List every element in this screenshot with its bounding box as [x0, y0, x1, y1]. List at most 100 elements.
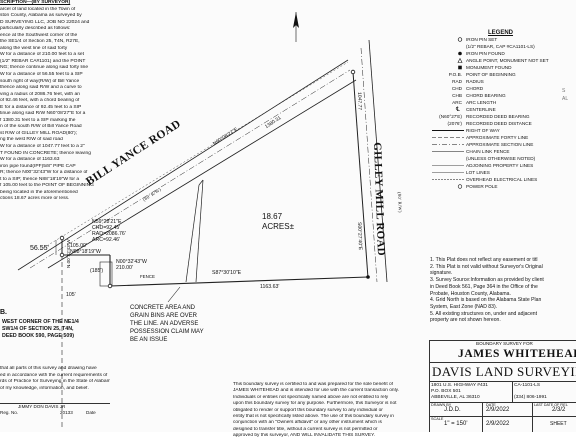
description-line: ence at the Southwest corner of the — [0, 32, 78, 38]
description-line: n of the south R/W of Bill Yance Road — [0, 124, 82, 130]
description-line: particularly described as follows: — [0, 26, 71, 32]
signature-line — [0, 403, 110, 404]
legend-row: APPROXIMATE SECTION LINE — [466, 142, 534, 147]
inset-label: S — [562, 88, 566, 94]
description-line: W for a distance of 1047.77 feet to a 2" — [0, 144, 85, 150]
description-line: ston County, Alabama as surveyed by — [0, 13, 82, 19]
legend-row: OVERHEAD ELECTRICAL LINES — [466, 177, 538, 182]
description-line: along the west line of said forty — [0, 45, 68, 51]
legend-row: POWER POLE — [466, 184, 498, 189]
curve-arc: ARC=92.46' — [92, 237, 120, 243]
bill-yance-row-north — [17, 59, 349, 271]
description-line: W for a distance of 1163.63 — [0, 157, 60, 163]
client-name: JAMES WHITEHEAD — [458, 348, 576, 360]
phone: (334) 806-1991 — [514, 395, 547, 400]
legend-row: ADJOINING PROPERTY LINES — [466, 163, 534, 168]
concrete-note-line: BE AN ISSUE — [130, 337, 168, 343]
east-line-bearing: S00°27'40"E — [356, 222, 363, 251]
description-line: iron pipe found(IPF)5/8" PIPE CAP — [0, 163, 76, 169]
bill-yance-centerline — [29, 69, 351, 269]
west-distance: 56.55' — [30, 245, 49, 252]
west-distance-2: 210.00' — [116, 265, 133, 271]
concrete-note-line: CONCRETE AREA AND — [130, 305, 196, 311]
tb-top-rule — [430, 340, 576, 341]
west-bearing: N00°32'43"W — [116, 259, 147, 265]
note-line: 2. This Plat is not valid without Survey… — [430, 263, 543, 270]
certification-line: upon this boundary survey for any purpos… — [233, 401, 397, 407]
reg-label: Reg. No. — [0, 410, 19, 415]
description-line: T FOUND IN CONCRETE; thence leaving — [0, 150, 91, 156]
gilley-mill-row-east — [368, 39, 388, 283]
gilley-mill-road-width: (80' R/W) — [397, 192, 403, 213]
legend-row: APPROXIMATE FORTY LINE — [466, 135, 529, 140]
description-line: (1/2" REBAR CA#1101) and the POINT — [0, 58, 86, 64]
note-line: System, East Zone (NAD 83). — [430, 303, 498, 310]
parcel-south-line — [109, 276, 369, 287]
legend-row: CHAIN LINK FENCE — [466, 149, 510, 154]
inner-distance: (185') — [90, 268, 104, 274]
certificate-line: that all parts of this survey and drawin… — [0, 366, 97, 371]
note-line: 4. Grid North is based on the Alabama St… — [430, 297, 542, 304]
note-line: Probate, Houston County, Alabama. — [430, 290, 511, 297]
certificate-line: ed in accordance with the current requir… — [0, 372, 108, 378]
south-line-distance: 1163.63' — [260, 284, 280, 290]
date-label: DATE — [486, 403, 496, 407]
fence-label: FENCE — [140, 274, 155, 279]
legend-row: (1/2" REBAR, CAP #CA1101-LS) — [466, 44, 535, 49]
fence-line-b — [195, 179, 204, 283]
description-line: the SE1/4 of Section 25, T4N, R27E, — [0, 39, 80, 45]
note-line: property are not shown hereon. — [430, 317, 501, 324]
certification-line: obligated to render or support this boun… — [233, 407, 383, 413]
gilley-mill-centerline — [360, 47, 378, 283]
description-line: st R/W of GILLEY MILL ROAD(80'); — [0, 130, 78, 136]
title-caption: BOUNDARY SURVEY FOR — [476, 341, 533, 346]
description-line: arcel of land located in the Town of — [0, 6, 76, 12]
legend-row: IRON PIN FOUND — [466, 51, 505, 56]
company-name: DAVIS LAND SURVEYING — [432, 364, 576, 379]
fence-line-c — [198, 179, 204, 186]
top-jog-bearing: N88°18'19"W — [70, 249, 101, 255]
description-line: E for a distance of 92.45 feet to a SIP — [0, 104, 82, 110]
iron-pin-set-ne — [350, 69, 356, 75]
date-value-2: 2/9/2022 — [486, 421, 510, 427]
tb-rule — [430, 381, 576, 382]
tb-rule — [430, 416, 576, 417]
corner-note-line: SW1/4 OF SECTION 25, T4N, — [2, 326, 74, 332]
drawn-by-value: J.D.D. — [444, 407, 461, 413]
description-line: f 1380.31 feet to a SIP marking the — [0, 117, 76, 123]
concrete-note-line: THE LINE. AN ADVERSE — [130, 321, 199, 327]
power-pole-icon — [457, 184, 463, 189]
certificate-line: rds of Practice for Surveying in the Sta… — [0, 379, 110, 384]
surveyor-name: JIMMY DON DAVIS JR — [18, 404, 66, 409]
curve-bearing: N59°28'21"E — [92, 219, 122, 225]
left-bearing-vertical: N.00°32'43"W — [66, 239, 71, 268]
date-value: 2/9/2022 — [486, 407, 510, 413]
iron-pin-set-corner — [59, 252, 65, 258]
note-line: in Deed Book 561, Page 364 in the Office… — [430, 283, 538, 290]
legend-title: LEGEND — [488, 30, 514, 36]
legal-description: SCRIPTION—(BY SURVEYOR) arcel of land lo… — [0, 0, 108, 203]
legend-row: (2076')RECORDED DEED DISTANCE — [447, 121, 532, 126]
description-line: R; thence N00°32'43"W for a distance of — [0, 170, 88, 176]
corner-note-line: DEED BOOK 590, PAGE 509) — [2, 333, 75, 339]
last-field-date-label: LAST DATE OF FIEL — [534, 403, 568, 407]
description-line: being located in the aforementioned — [0, 189, 78, 195]
scale-value: 1" = 150' — [444, 421, 468, 427]
legend-symbols: ℄ — [432, 37, 464, 189]
legend-row: (UNLESS OTHERWISE NOTED) — [466, 156, 536, 161]
legend-row: CENTERLINE — [466, 107, 496, 112]
concrete-note-line: GRAIN BINS ARE OVER — [130, 313, 198, 319]
legend-row: RIGHT OF WAY — [466, 128, 500, 133]
monument-found-icon — [458, 65, 462, 70]
description-line: of 92.46 feet, with a chord bearing of — [0, 98, 80, 104]
curve-radius: RAD=2086.76' — [92, 231, 126, 237]
note-line: 1. This Plat does not reflect any easeme… — [430, 257, 538, 263]
description-line: south right of way(R/W) of Bill Yance — [0, 78, 80, 84]
centerline-icon: ℄ — [455, 107, 460, 113]
tb-divider — [532, 402, 533, 432]
date-label: Date — [86, 410, 96, 415]
inset-label: AL — [562, 96, 569, 102]
